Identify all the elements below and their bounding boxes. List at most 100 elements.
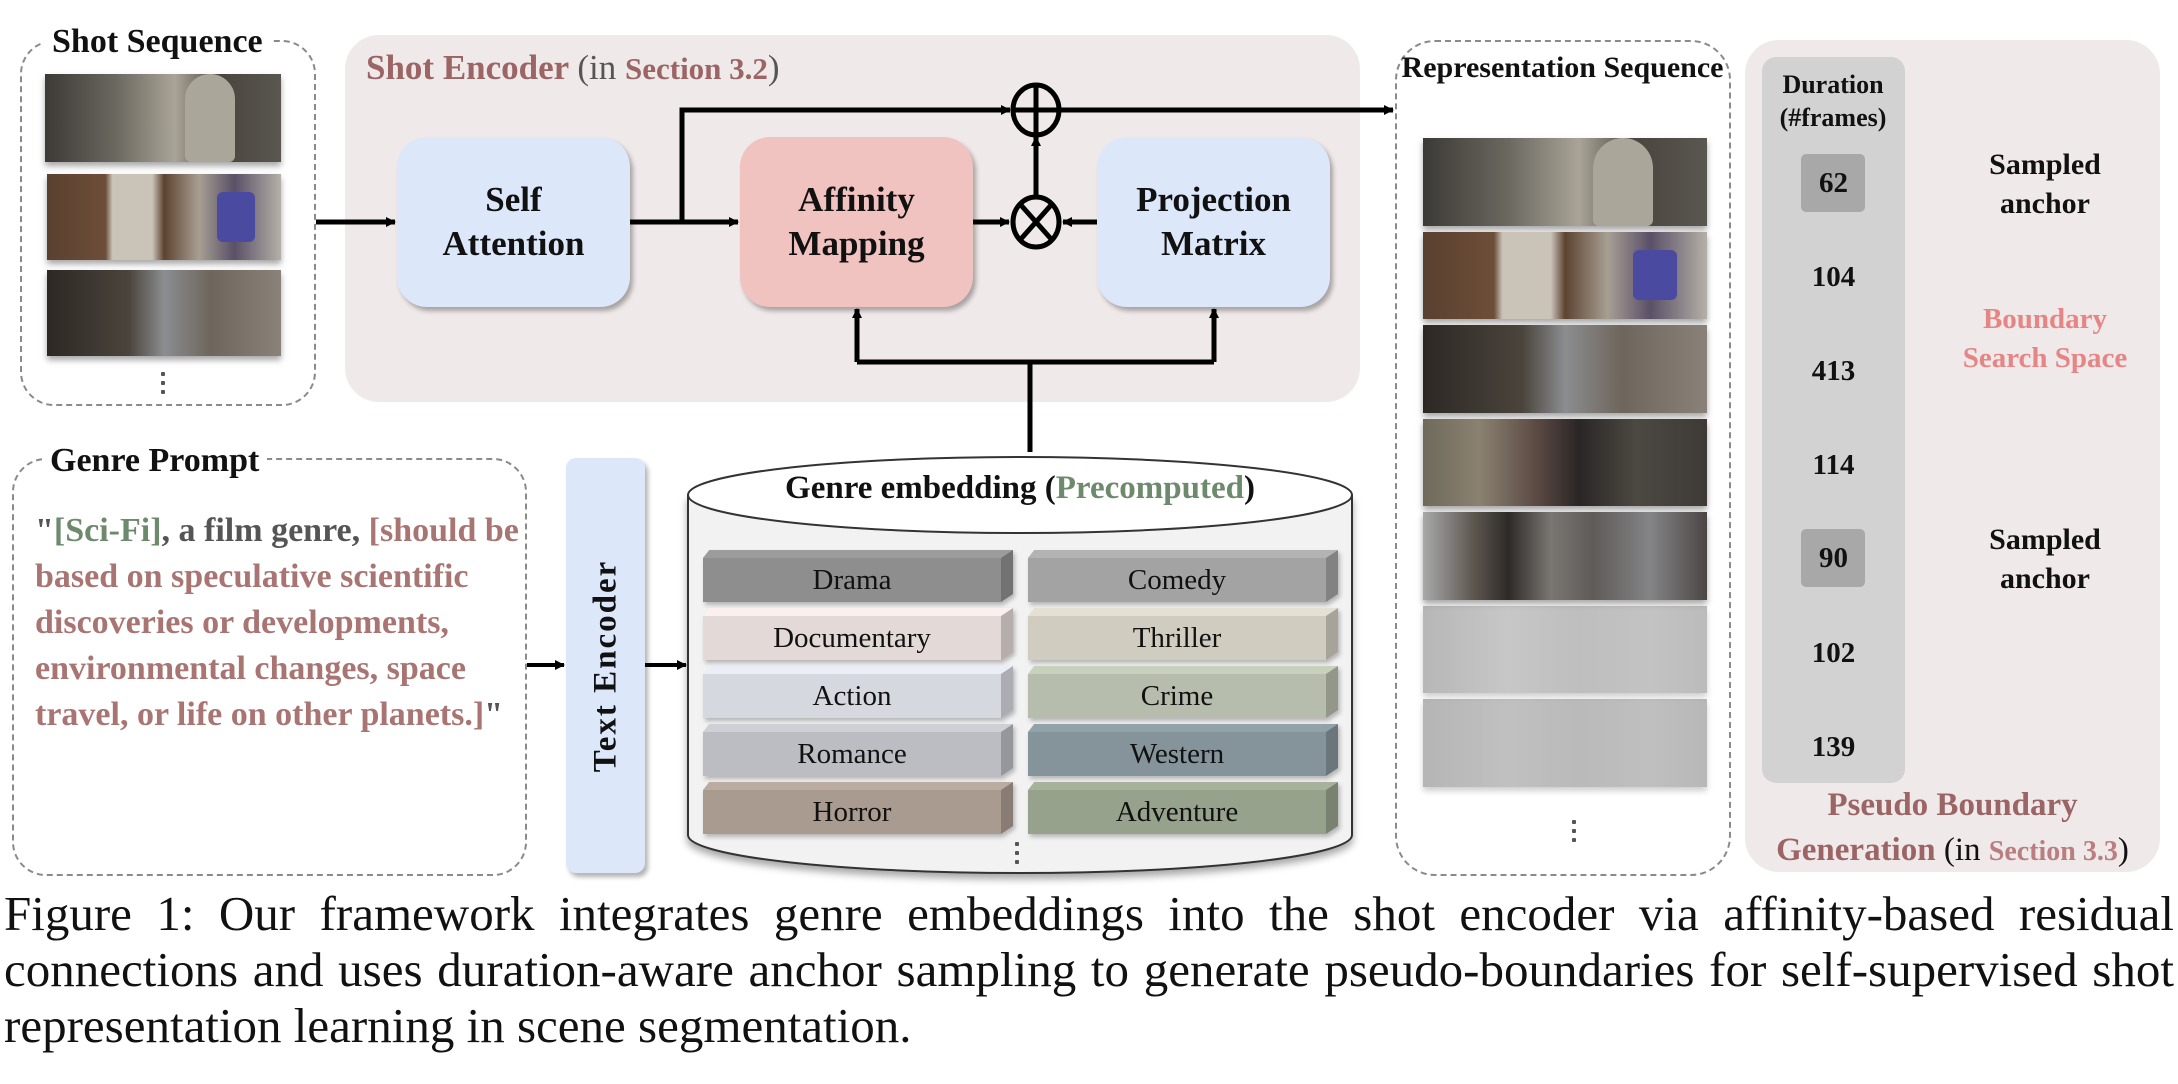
section-ref-prefix: (in [1943, 832, 1989, 868]
pseudo-boundary-title-line1: Pseudo Boundary [1827, 787, 2078, 823]
add-operator-icon [1010, 82, 1062, 138]
shot-encoder-title-text: Shot Encoder [366, 48, 569, 87]
shot-thumbnail [45, 74, 281, 162]
projection-matrix-block: Projection Matrix [1097, 137, 1330, 307]
representation-sequence-title: Representation Sequence [1401, 51, 1724, 84]
genre-embedding-feed-lines [852, 308, 1219, 452]
more-shots-ellipsis [160, 372, 166, 399]
genre-block-top [1028, 608, 1338, 616]
section-ref-suffix: ) [2117, 832, 2129, 868]
shot-sequence-title: Shot Sequence [44, 22, 271, 62]
figure-caption: Figure 1: Our framework integrates genre… [4, 886, 2174, 1053]
residual-skip-connection [679, 105, 1011, 222]
genre-block-documentary: Documentary [703, 608, 1013, 660]
paren-open: ( [1036, 470, 1056, 506]
section-ref-prefix: (in [577, 48, 625, 87]
genre-block-top [703, 782, 1013, 790]
prompt-description: [should be based on speculative scientif… [35, 512, 519, 733]
genre-block-top [1028, 782, 1338, 790]
representation-thumbnail-faded [1423, 606, 1707, 693]
genre-block-thriller: Thriller [1028, 608, 1338, 660]
affinity-mapping-block: Affinity Mapping [740, 137, 973, 307]
duration-value: 62 [1819, 167, 1848, 199]
section-ref: Section 3.2 [624, 51, 768, 86]
prompt-middle-text: , a film genre, [161, 512, 361, 549]
section-ref-suffix: ) [767, 48, 780, 87]
genre-label: Action [703, 674, 1001, 718]
genre-block-side [1001, 782, 1013, 834]
pseudo-boundary-title-line2: Generation (in Section 3.3) [1745, 828, 2160, 874]
genre-block-drama: Drama [703, 550, 1013, 602]
pseudo-boundary-title-word: Generation [1776, 832, 1936, 868]
genre-label: Horror [703, 790, 1001, 834]
genre-label: Western [1028, 732, 1326, 776]
genre-prompt-title: Genre Prompt [42, 441, 268, 481]
duration-value: 90 [1819, 542, 1848, 574]
genre-label: Comedy [1028, 558, 1326, 602]
genre-label: Romance [703, 732, 1001, 776]
genre-label: Thriller [1028, 616, 1326, 660]
shot-thumbnail [47, 174, 281, 260]
representation-sequence-panel [1395, 40, 1731, 876]
genre-label: Documentary [703, 616, 1001, 660]
genre-block-side [1326, 666, 1338, 718]
genre-block-side [1001, 724, 1013, 776]
more-genres-ellipsis [1014, 842, 1020, 869]
prompt-open-quote: " [35, 512, 54, 549]
duration-value: 104 [1811, 261, 1856, 293]
pseudo-boundary-title: Pseudo Boundary Generation (in Section 3… [1745, 783, 2160, 874]
duration-highlight-anchor [1801, 529, 1865, 587]
genre-block-top [703, 724, 1013, 732]
shot-thumbnail [47, 270, 281, 356]
shot-encoder-title: Shot Encoder (in Section 3.2) [366, 48, 780, 88]
duration-value: 114 [1812, 449, 1855, 481]
genre-prompt-panel [12, 458, 527, 876]
genre-block-top [1028, 666, 1338, 674]
self-attention-block: Self Attention [397, 137, 630, 307]
paren-close: ) [1243, 470, 1255, 506]
genre-block-adventure: Adventure [1028, 782, 1338, 834]
genre-embedding-title-text: Genre embedding [785, 470, 1037, 506]
representation-thumbnail [1423, 419, 1707, 506]
representation-thumbnail [1423, 138, 1707, 226]
genre-block-side [1326, 782, 1338, 834]
genre-block-comedy: Comedy [1028, 550, 1338, 602]
genre-block-crime: Crime [1028, 666, 1338, 718]
representation-thumbnail [1423, 232, 1707, 319]
genre-block-romance: Romance [703, 724, 1013, 776]
genre-block-top [1028, 550, 1338, 558]
genre-block-side [1001, 608, 1013, 660]
multiply-operator-icon [1010, 194, 1062, 250]
self-attention-label: Self Attention [442, 180, 585, 263]
genre-block-side [1001, 550, 1013, 602]
sampled-anchor-label: Sampled anchor [1989, 523, 2101, 595]
duration-header: Duration (#frames) [1779, 70, 1887, 132]
sampled-anchor-label: Sampled anchor [1989, 148, 2101, 220]
boundary-search-space-label: Boundary Search Space [1962, 303, 2128, 374]
prompt-close-quote: " [484, 696, 504, 733]
representation-thumbnail-faded [1423, 699, 1707, 787]
genre-embedding-title: Genre embedding (Precomputed) [700, 470, 1340, 507]
genre-block-action: Action [703, 666, 1013, 718]
duration-value: 413 [1811, 355, 1856, 387]
genre-label: Crime [1028, 674, 1326, 718]
more-representations-ellipsis [1571, 820, 1577, 847]
precomputed-tag: Precomputed [1055, 470, 1244, 506]
genre-block-side [1001, 666, 1013, 718]
genre-block-side [1326, 550, 1338, 602]
genre-block-top [703, 608, 1013, 616]
duration-highlight-anchor [1801, 154, 1865, 212]
section-ref: Section 3.3 [1988, 836, 2118, 867]
genre-label: Adventure [1028, 790, 1326, 834]
genre-block-western: Western [1028, 724, 1338, 776]
genre-block-top [1028, 724, 1338, 732]
affinity-mapping-label: Affinity Mapping [788, 180, 925, 263]
genre-block-top [703, 550, 1013, 558]
duration-value: 139 [1811, 731, 1856, 763]
genre-block-side [1326, 724, 1338, 776]
text-encoder-block: Text Encoder [566, 458, 645, 873]
projection-matrix-label: Projection Matrix [1136, 180, 1291, 263]
representation-thumbnail [1423, 325, 1707, 413]
duration-value: 102 [1811, 637, 1856, 669]
genre-block-horror: Horror [703, 782, 1013, 834]
